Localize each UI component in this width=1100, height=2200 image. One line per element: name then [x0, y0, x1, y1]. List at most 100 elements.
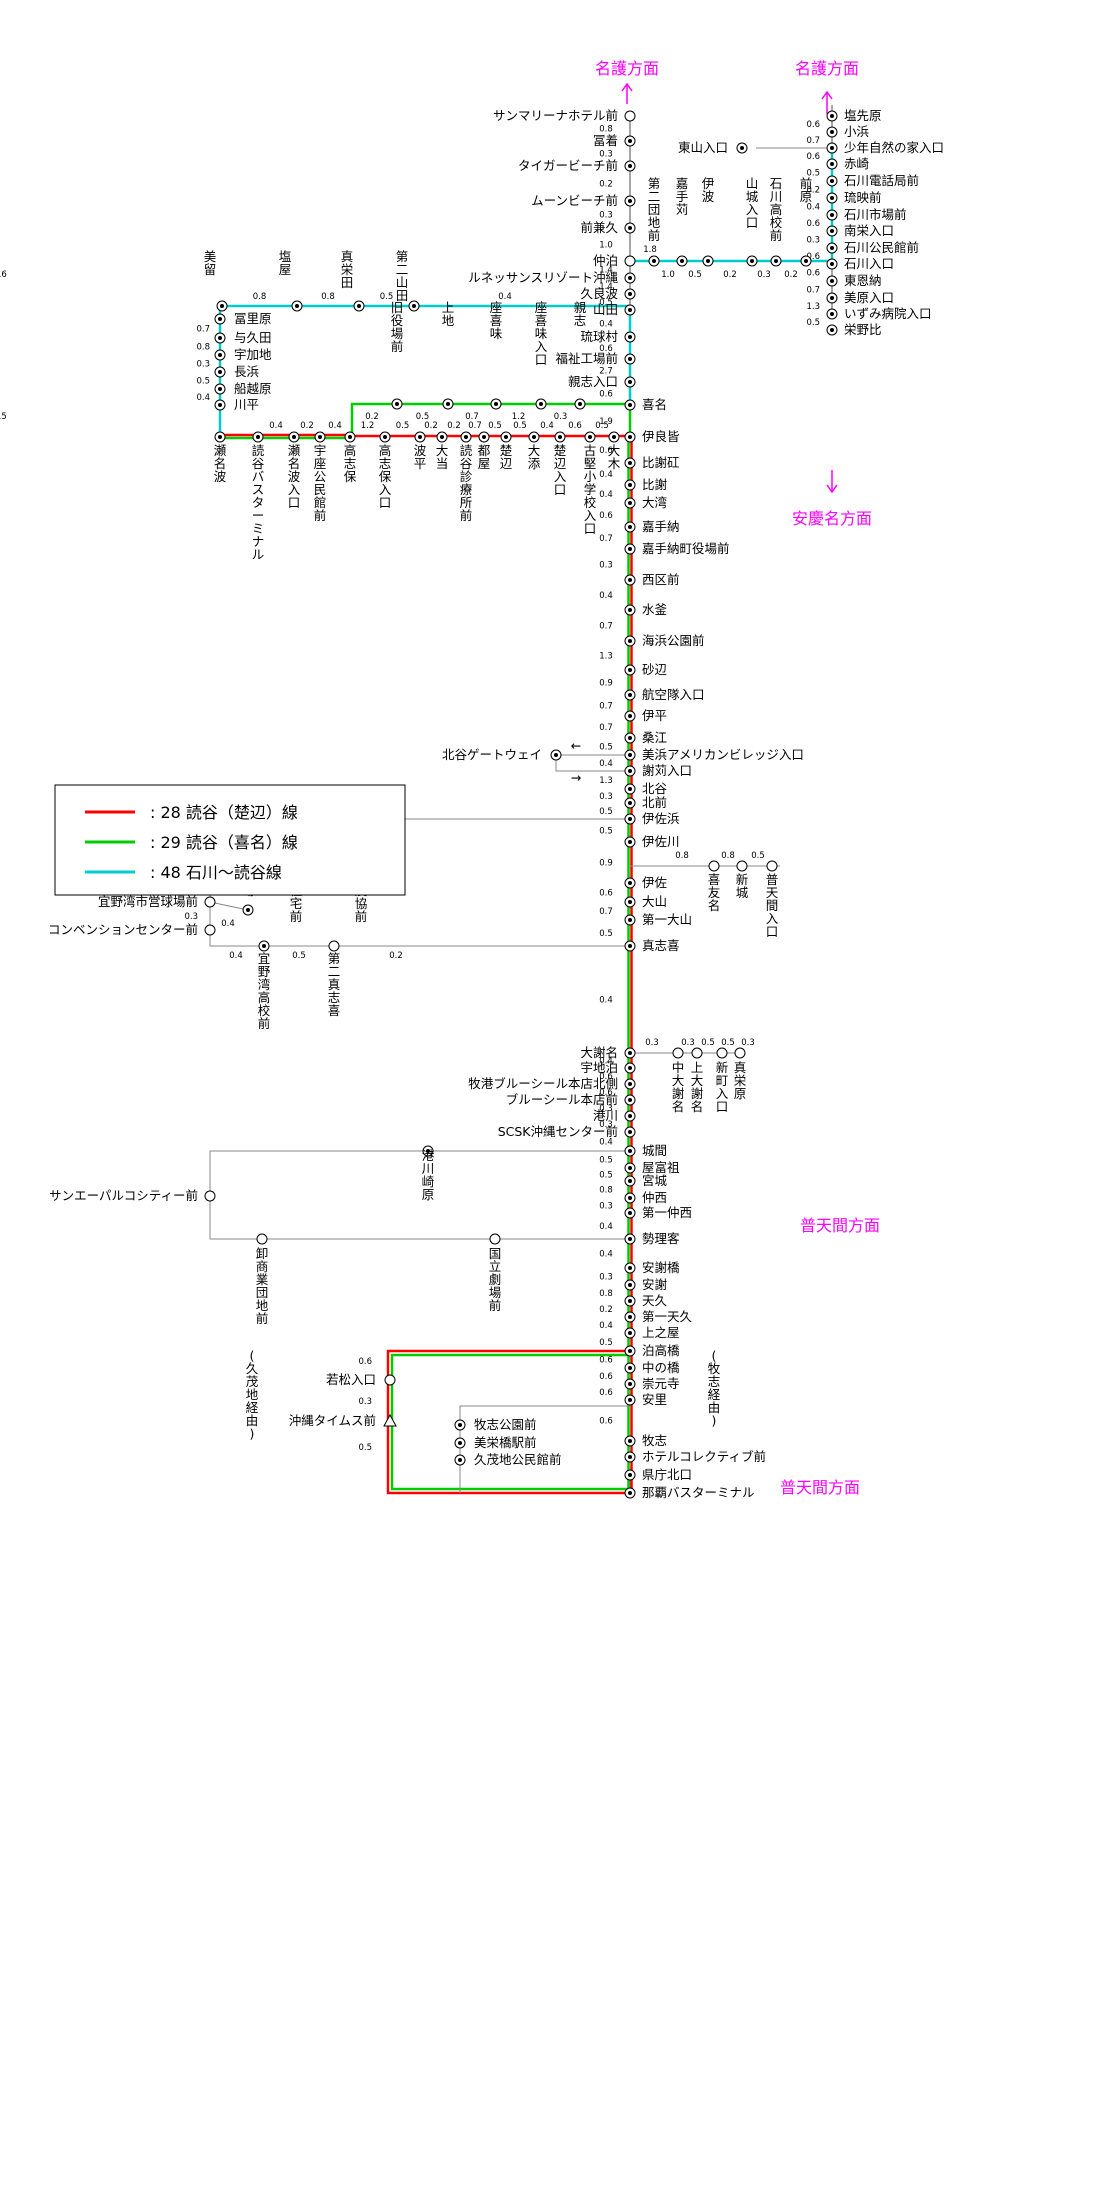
stop-dot — [628, 226, 632, 230]
stop-dot — [504, 435, 508, 439]
main-distance: 0.6 — [599, 390, 613, 400]
nakadomari-distance: 0.5 — [688, 270, 702, 280]
main-distance: 0.3 — [599, 1120, 613, 1130]
main-stop-label: 安謝 — [642, 1277, 667, 1292]
stop-dot — [628, 1098, 632, 1102]
stop-dot — [628, 944, 632, 948]
main-stop-label: 比謝 — [642, 477, 667, 492]
stop-dot — [804, 259, 808, 263]
stop-dot — [628, 801, 632, 805]
stop-dot — [628, 1130, 632, 1134]
direction-futenma: 普天間方面 — [800, 1216, 880, 1235]
main-distance: 0.6 — [599, 1372, 613, 1382]
ishikawa-stop-label: 石川公民館前 — [844, 240, 919, 255]
stop-dot — [628, 483, 632, 487]
kina-stop-label: 座喜味 — [490, 300, 503, 341]
east2-stop-label: 真栄原 — [734, 1060, 747, 1101]
stop-dot — [628, 1266, 632, 1270]
main-distance: 0.6 — [599, 1356, 613, 1366]
stop-dot — [740, 146, 744, 150]
east2-distance: 0.3 — [681, 1038, 695, 1048]
main-distance: 0.3 — [599, 1202, 613, 1212]
stop-dot — [830, 296, 834, 300]
direction-agena: 安慶名方面 — [792, 509, 872, 528]
west-stop-label: 宇加地 — [234, 347, 272, 362]
main-distance: 1.9 — [599, 417, 613, 427]
main-stop-label: 伊佐 — [642, 875, 668, 890]
arrow-left: ← — [571, 738, 581, 753]
kina-distance: 0.7 — [465, 412, 479, 422]
nakadomari-distance: 0.2 — [723, 270, 737, 280]
stop-marker — [736, 860, 748, 872]
stop-dot — [494, 402, 498, 406]
east2-distance: 0.5 — [721, 1038, 735, 1048]
ishikawa-stop-label: いずみ病院入口 — [844, 306, 932, 321]
stop-marker — [489, 1233, 501, 1245]
nakadomari-stop-label: 嘉手苅 — [676, 176, 689, 217]
stop-dot — [628, 714, 632, 718]
stop-dot — [218, 370, 222, 374]
west-distance: 0.7 — [196, 325, 210, 335]
stop-dot — [628, 461, 632, 465]
stop-dot — [628, 608, 632, 612]
stop-dot — [458, 1423, 462, 1427]
ishikawa-distance: 0.6 — [806, 269, 820, 279]
main-distance: 0.5 — [599, 298, 613, 308]
main-stop-label: 崇元寺 — [642, 1376, 680, 1391]
stop-dot — [830, 229, 834, 233]
main-stop-label: SCSK沖縄センター前 — [498, 1124, 618, 1139]
stop-dot — [628, 1315, 632, 1319]
main-distance: 0.8 — [599, 125, 613, 135]
stop-dot — [218, 317, 222, 321]
legend-label: : 48 石川～読谷線 — [150, 863, 282, 882]
main-distance: 0.6 — [599, 511, 613, 521]
kina-stop-label: 旧役場前 — [391, 300, 404, 354]
stop-dot — [256, 435, 260, 439]
minatogawa-stop-label: 港川崎原 — [422, 1148, 435, 1202]
main-stop-label: 冨着 — [593, 133, 618, 148]
kina-distance: 0.3 — [554, 412, 568, 422]
stop-dot — [628, 1398, 632, 1402]
sobe-stop-label: 読谷診療所前 — [460, 443, 473, 523]
sobe-distance: 0.6 — [568, 421, 582, 431]
stop-dot — [292, 435, 296, 439]
sobe-stop-label: 瀬名波入口 — [288, 443, 301, 510]
main-distance: 0.3 — [599, 561, 613, 571]
main-stop-label: 城間 — [642, 1143, 667, 1158]
stop-dot — [357, 304, 361, 308]
loop-stop-label: 第二山田 — [396, 249, 409, 303]
stop-marker — [672, 1047, 684, 1059]
loop-distance: 0.8 — [321, 292, 335, 302]
ginowan-bottom-label: 宜野湾高校前 — [258, 951, 271, 1031]
stop-dot — [628, 164, 632, 168]
stop-dot — [830, 312, 834, 316]
direction-agena-arrow — [826, 484, 838, 494]
main-distance: 0.2 — [599, 180, 613, 190]
stop-dot — [220, 304, 224, 308]
nakadomari-stop-label: 伊波 — [702, 176, 715, 204]
kumoji-distance: 0.6 — [358, 1357, 372, 1367]
main-stop-label: 砂辺 — [642, 662, 668, 677]
stop-dot — [830, 213, 834, 217]
ginowan-distance: 0.4 — [229, 951, 243, 961]
ishikawa-stop-label: 石川市場前 — [844, 207, 907, 222]
sobe-distance: 1.2 — [361, 421, 375, 431]
direction-nago-arrow — [621, 82, 633, 92]
main-stop-label: 安謝橋 — [642, 1260, 680, 1275]
stop-dot — [628, 1491, 632, 1495]
main-distance: 1.3 — [599, 652, 613, 662]
kina-distance: 0.5 — [416, 412, 430, 422]
ishikawa-stop-label: 美原入口 — [844, 290, 894, 305]
nakadomari-stop-label: 石川高校前 — [770, 176, 783, 243]
main-stop-label: 安里 — [642, 1392, 667, 1407]
stop-dot — [628, 292, 632, 296]
sobe-distance: 0.4 — [269, 421, 283, 431]
sobe-distance: 0.2 — [300, 421, 314, 431]
stop-dot — [652, 259, 656, 263]
main-stop-label: 前兼久 — [580, 220, 618, 235]
stop-dot — [628, 753, 632, 757]
stop-marker — [204, 1190, 216, 1202]
sobe-stop-label: 高志保入口 — [379, 443, 392, 510]
kumoji-stop-label: 沖縄タイムス前 — [289, 1413, 376, 1428]
stop-dot — [218, 336, 222, 340]
